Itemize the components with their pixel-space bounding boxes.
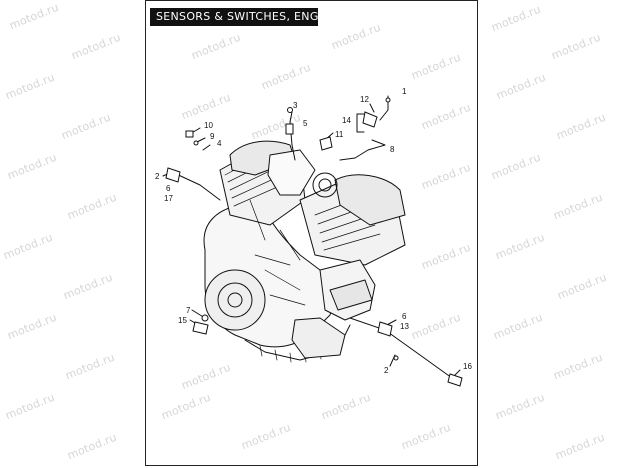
switch-part-12 bbox=[362, 111, 378, 128]
sensor-part-3 bbox=[287, 107, 293, 113]
leader-14-bracket bbox=[356, 113, 365, 133]
callout-16: 16 bbox=[463, 362, 472, 371]
starter-motor bbox=[329, 279, 373, 311]
sensor-part-6-right bbox=[377, 321, 393, 337]
diagram-title: SENSORS & SWITCHES, ENGINE bbox=[150, 8, 338, 26]
leader-8 bbox=[339, 139, 386, 161]
sensor-part-10 bbox=[185, 130, 194, 138]
callout-6-right: 6 bbox=[402, 312, 407, 321]
detail-lines bbox=[249, 199, 306, 306]
diagram-frame bbox=[145, 0, 478, 466]
sensor-part-9 bbox=[193, 140, 199, 146]
callout-2-left: 2 bbox=[155, 172, 160, 181]
callout-8: 8 bbox=[390, 145, 395, 154]
callout-3: 3 bbox=[293, 101, 298, 110]
callout-9: 9 bbox=[210, 132, 215, 141]
cable-left bbox=[171, 171, 221, 201]
sensor-part-1 bbox=[385, 97, 391, 103]
callout-7: 7 bbox=[186, 306, 191, 315]
callout-12: 12 bbox=[360, 95, 369, 104]
leader-3 bbox=[289, 111, 293, 123]
throttle-body-bore bbox=[318, 178, 332, 192]
callout-5: 5 bbox=[303, 119, 308, 128]
cable-right bbox=[349, 317, 453, 379]
connector-part-16 bbox=[447, 373, 463, 387]
sensor-part-11 bbox=[319, 136, 333, 151]
callout-14: 14 bbox=[342, 116, 351, 125]
callout-13: 13 bbox=[400, 322, 409, 331]
callout-6-left: 6 bbox=[166, 184, 171, 193]
throttle-body bbox=[312, 172, 338, 198]
callout-1: 1 bbox=[402, 87, 407, 96]
callout-15: 15 bbox=[178, 316, 187, 325]
stator-cover-hub bbox=[227, 292, 243, 308]
sensor-part-15 bbox=[192, 321, 209, 335]
stator-cover bbox=[204, 269, 266, 331]
leader-9 bbox=[196, 137, 206, 143]
sensor-part-5 bbox=[285, 123, 294, 135]
sensor-part-6-left bbox=[165, 167, 181, 183]
callout-2-right: 2 bbox=[384, 366, 389, 375]
stator-cover-inner bbox=[217, 282, 253, 318]
leader-12 bbox=[369, 103, 375, 113]
callout-11: 11 bbox=[335, 130, 344, 139]
sensor-part-7 bbox=[201, 314, 209, 322]
intake-plenum bbox=[267, 149, 316, 196]
front-cam-cover bbox=[334, 174, 406, 226]
front-cylinder-fins bbox=[314, 197, 381, 251]
callout-10: 10 bbox=[204, 121, 213, 130]
callout-17: 17 bbox=[164, 194, 173, 203]
sensor-part-2-right bbox=[393, 355, 399, 361]
front-lower-cover bbox=[291, 317, 346, 359]
oil-pan-ribs bbox=[259, 345, 322, 363]
leader-4 bbox=[202, 144, 211, 151]
callout-4: 4 bbox=[217, 139, 222, 148]
